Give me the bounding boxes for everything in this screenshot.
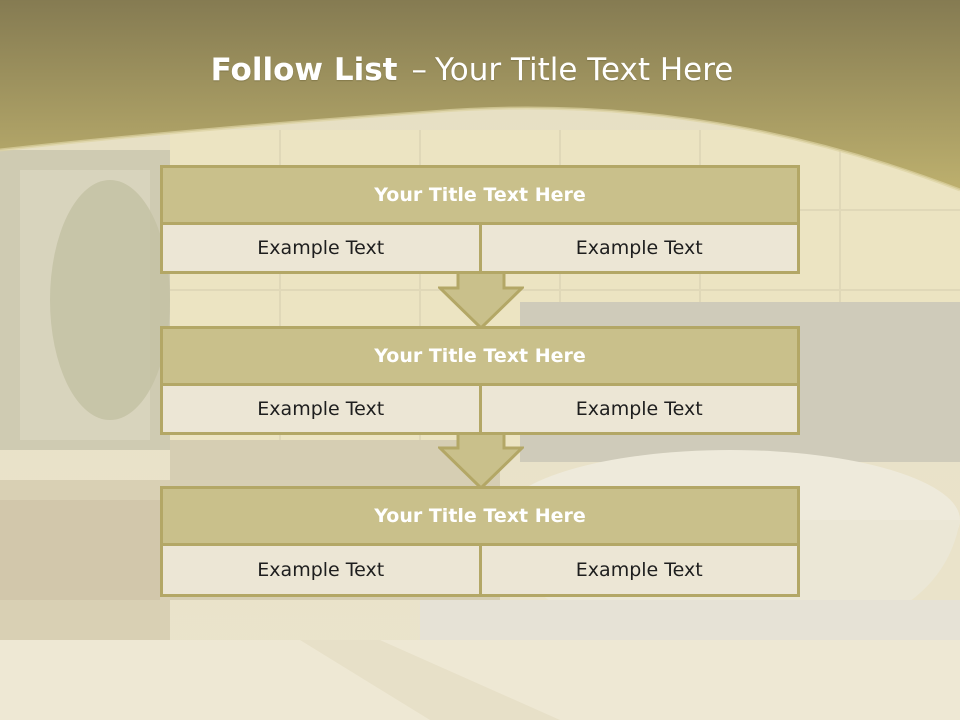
slide-title-bold: Follow List xyxy=(210,52,398,88)
step-cell-left: Example Text xyxy=(163,386,479,432)
step-title: Your Title Text Here xyxy=(163,168,797,222)
step-row: Example Text Example Text xyxy=(163,225,797,271)
slide-title-rest: Your Title Text Here xyxy=(434,52,734,88)
down-arrow-icon xyxy=(438,430,524,490)
down-arrow-icon xyxy=(438,270,524,330)
step-cell-left: Example Text xyxy=(163,225,479,271)
step-cell-right: Example Text xyxy=(481,546,797,594)
step-cell-right: Example Text xyxy=(481,386,797,432)
slide-title: Follow List–Your Title Text Here xyxy=(0,52,944,88)
step-box-2: Your Title Text Here Example Text Exampl… xyxy=(160,326,800,435)
step-box-3: Your Title Text Here Example Text Exampl… xyxy=(160,486,800,597)
step-cell-right: Example Text xyxy=(481,225,797,271)
step-row: Example Text Example Text xyxy=(163,546,797,594)
step-row: Example Text Example Text xyxy=(163,386,797,432)
slide-title-dash: – xyxy=(411,52,427,88)
step-title: Your Title Text Here xyxy=(163,329,797,383)
step-cell-left: Example Text xyxy=(163,546,479,594)
step-box-1: Your Title Text Here Example Text Exampl… xyxy=(160,165,800,274)
step-title: Your Title Text Here xyxy=(163,489,797,543)
